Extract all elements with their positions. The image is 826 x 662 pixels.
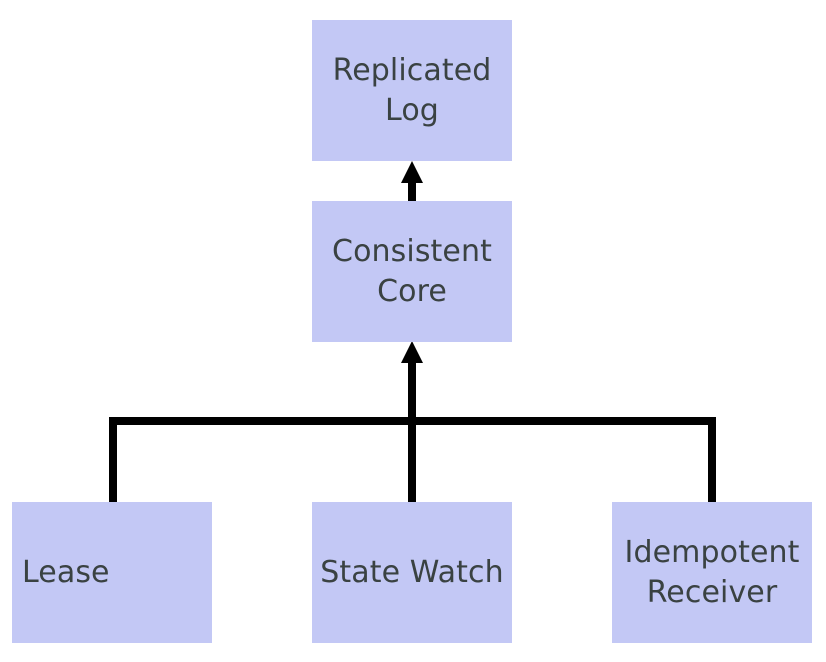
node-replicated-log[interactable]: Replicated Log: [312, 20, 512, 161]
node-lease-label: Lease: [22, 554, 110, 590]
connector-state-watch-stem: [408, 362, 416, 503]
arrowhead-to-replicated-log: [401, 161, 423, 183]
connector-consistent-core-stem: [408, 182, 416, 202]
connector-lease-vertical: [109, 417, 117, 503]
connector-idempotent-receiver-vertical: [708, 417, 716, 503]
node-idempotent-receiver-label: Idempotent Receiver: [624, 534, 800, 610]
node-replicated-log-label: Replicated Log: [332, 52, 492, 128]
arrowhead-to-consistent-core: [401, 341, 423, 363]
node-consistent-core-label: Consistent Core: [332, 233, 492, 309]
node-lease[interactable]: Lease: [12, 502, 212, 643]
node-idempotent-receiver[interactable]: Idempotent Receiver: [612, 502, 812, 643]
node-consistent-core[interactable]: Consistent Core: [312, 201, 512, 342]
node-state-watch-label: State Watch: [320, 554, 504, 590]
node-state-watch[interactable]: State Watch: [312, 502, 512, 643]
